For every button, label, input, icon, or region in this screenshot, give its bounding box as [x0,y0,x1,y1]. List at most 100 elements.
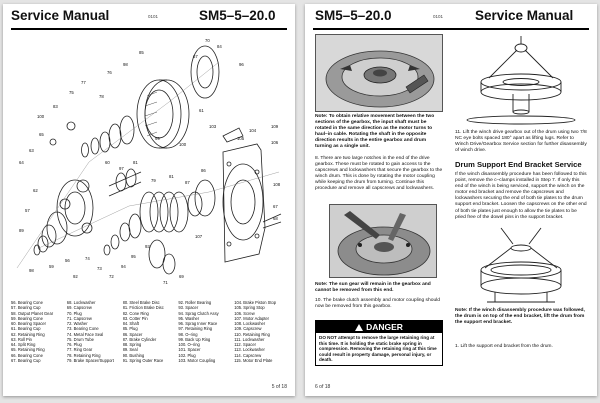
callout: 97 [119,166,124,171]
parts-list-item: 72. Washer [66,321,88,326]
parts-list-item: 84. Shaft [122,321,139,326]
callout: 73 [97,266,102,271]
callout: 78 [99,94,104,99]
parts-list-item: 103. Motor Coupling [178,357,216,363]
parts-list-item: 99. Back Up Ring [178,336,211,342]
parts-list-item: 56. Bearing Cone [11,300,43,305]
parts-list-item: 90. Bushing [122,352,145,358]
parts-list-item: 63. Roll Pin [11,336,32,342]
parts-list-item: 57. Bearing Cup [11,305,41,311]
parts-list-item: 115. Motor End Plate [234,357,273,363]
parts-list-item: 106. Screw [234,310,255,316]
lifting-gearbox-illustration [466,36,576,125]
note-relative-movement: Note: To obtain relative movement betwee… [315,114,435,150]
left-header-rule [11,28,287,30]
callout: 56 [65,258,70,263]
left-page-number: 5 of 18 [271,384,287,390]
callout: 103 [209,124,217,129]
right-page-number: 6 of 18 [315,384,331,390]
callout: 96 [239,62,244,67]
parts-list-item: 75. Drum Tube [66,336,94,342]
step-10-text: 10. The brake clutch assembly and motor … [315,298,440,310]
callout: 61 [199,108,204,113]
callout: 83 [53,104,58,109]
parts-list-item: 104. Brake Piston Stop [234,300,277,305]
figure-drum-bracket [455,226,587,306]
parts-list-item: 83. Cotter Pin [122,315,148,321]
parts-list-item: 89. Seal [122,347,138,353]
callout: 98 [29,268,34,273]
callout: 87 [185,180,190,185]
parts-list-item: 113. Lockwasher [234,347,265,353]
callout: 81 [133,160,138,165]
parts-list-item: 73. Bearing Cone [66,326,99,332]
parts-list-item: 97. Retaining Ring [178,326,213,332]
exploded-gearbox-diagram: 70 84 85 98 76 67 96 77 75 83 100 61 78 … [16,38,282,285]
parts-list-item: 62. Retaining Ring [11,331,45,337]
danger-warning-box: DANGER DO NOT attempt to remove the larg… [315,320,443,366]
parts-list-item: 108. Lockwasher [234,321,266,326]
step-11-text: 11. Lift the winch drive gearbox out of … [455,130,587,154]
callout: 98 [123,62,128,67]
parts-list-item: 71. Capscrew [66,315,92,321]
callout: 93 [145,244,150,249]
callout: 84 [217,44,222,49]
callout: 105 [237,136,245,141]
parts-list-item: 80. Steel Brake Disc [122,300,160,305]
step-1-text: 1. Lift the support end bracket from the… [455,344,553,349]
callout: 65 [39,132,44,137]
callout: 85 [139,50,144,55]
figure-gearbox-notches [315,34,443,112]
parts-list-item: 111. Lockwasher [234,336,265,342]
parts-list-item: 66. Bearing Cone [11,352,43,358]
callout: 94 [121,264,126,269]
callout: 57 [25,208,30,213]
callout: 108 [273,182,281,187]
parts-list-item: 61. Bearing Cup [11,326,41,332]
gearbox-notches-illustration [316,35,442,111]
callout: 77 [81,80,86,85]
parts-list-item: 74. Metal Face Seal [66,331,104,337]
callout: 95 [131,254,136,259]
callout: 109 [271,124,279,129]
parts-list-item: 92. Roller Bearing [178,300,212,305]
parts-list-item: 68. Lockwasher [66,300,96,305]
parts-list-item: 69. Capscrew [66,305,92,311]
parts-list-item: 67. Bearing Cup [11,357,41,363]
parts-list-item: 86. Spacer [122,331,143,337]
callout: 72 [109,274,114,279]
callout: 89 [19,228,24,233]
callout: 67 [193,54,198,59]
figure-lifting-gearbox [455,34,587,126]
callout: 59 [49,264,54,269]
callout: 69 [179,274,184,279]
step-8-text: 8. There are two large notches in the en… [315,156,443,192]
right-header-code: 0101 [433,14,444,19]
callout: 64 [19,160,24,165]
right-page: SM5–5–20.0 0101 Service Manual Note: To … [305,4,597,396]
parts-list-item: 82. Cone Ring [122,310,149,316]
parts-list-item: 65. Retaining Ring [11,347,45,353]
section-heading: Drum Support End Bracket Service [455,160,582,169]
warning-triangle-icon [355,323,364,331]
parts-list-item: 79. Brake Spacer/Support [66,357,114,363]
section-body: If the winch disassembly procedure has b… [455,172,587,220]
callout: 99 [155,136,160,141]
parts-list-item: 59. Bearing Cone [11,315,43,321]
figure-capscrew-removal [329,204,437,278]
callout: 100 [37,114,45,119]
parts-list-item: 70. Plug [66,310,82,316]
callout: 67 [273,204,278,209]
callout: 76 [107,70,112,75]
parts-list-item: 94. Sprag Clutch Assy [178,310,219,316]
parts-list-item: 107. Motor Adapter [234,315,270,321]
callout: 70 [205,38,210,43]
drum-bracket-illustration [480,227,562,303]
parts-list-item: 101. Spacer [178,347,201,353]
parts-list-item: 88. Spring [122,342,142,347]
parts-list-item: 58. Output Planet Gear [11,310,54,316]
parts-list-item: 81. Friction Brake Disc [122,305,164,311]
